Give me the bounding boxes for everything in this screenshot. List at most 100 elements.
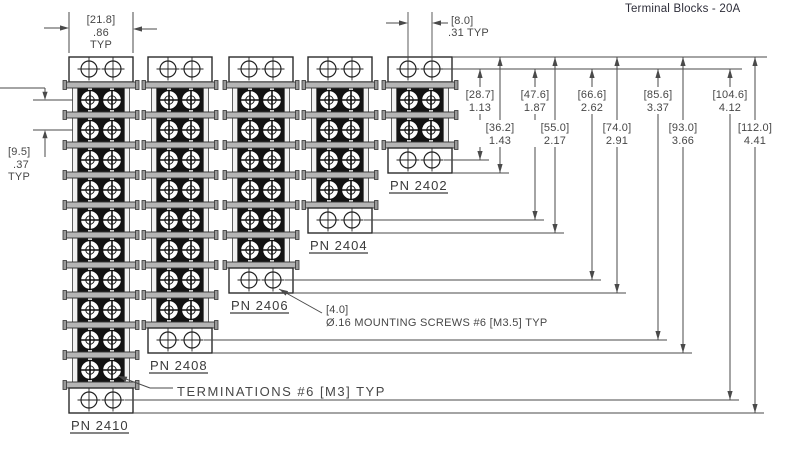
rail-end-cap [295, 200, 300, 210]
divider-rail [225, 171, 297, 179]
dim-label-inch: 2.17 [544, 135, 566, 147]
side-rail-strip [124, 207, 130, 233]
screw-inner-ring [164, 215, 174, 225]
side-rail-strip [203, 117, 209, 143]
dim-text-backing [479, 120, 521, 147]
side-rail-strip [72, 207, 78, 233]
side-rail-strip [232, 147, 238, 173]
divider-rail [225, 261, 297, 269]
screw-inner-ring [85, 185, 95, 195]
rail-end-cap [141, 230, 146, 240]
side-rail-strip [72, 237, 78, 263]
screw-inner-ring [107, 125, 117, 135]
screw-inner-ring [186, 245, 196, 255]
divider-rail [65, 81, 137, 89]
hole-dim-metric: [8.0] [451, 15, 473, 27]
rail-end-cap [374, 110, 379, 120]
dim-label-inch: 2.91 [606, 135, 628, 147]
rail-end-cap [214, 230, 219, 240]
rail-end-cap [141, 110, 146, 120]
block-top-plate [307, 56, 373, 83]
side-rail-strip [443, 87, 449, 113]
side-rail-strip [203, 147, 209, 173]
block-bottom-plate [307, 207, 373, 234]
pn-label: PN 2406 [231, 298, 289, 313]
dimension-arrow-up [589, 69, 595, 78]
dimension-arrow-up [477, 69, 483, 78]
dim-text-backing [459, 87, 501, 114]
side-rail-strip [124, 177, 130, 203]
screw-inner-ring [426, 125, 436, 135]
rail-end-cap [301, 110, 306, 120]
screw-inner-ring [85, 215, 95, 225]
rail-end-cap [141, 200, 146, 210]
pitch-dim-inch: .37 [13, 159, 29, 171]
mounting-note-arrowhead [279, 289, 289, 296]
divider-rail [144, 261, 216, 269]
divider-rail [144, 111, 216, 119]
rail-end-cap [214, 140, 219, 150]
divider-rail [225, 111, 297, 119]
side-rail-strip [203, 87, 209, 113]
rail-end-cap [301, 200, 306, 210]
rail-end-cap [301, 140, 306, 150]
dim-text-backing [571, 87, 613, 114]
rail-end-cap [381, 110, 386, 120]
side-rail-strip [363, 117, 369, 143]
dimension-arrow-up [680, 57, 686, 66]
side-rail-strip [151, 297, 157, 323]
rail-end-cap [62, 290, 67, 300]
rail-end-cap [214, 260, 219, 270]
dim-text-backing [637, 87, 679, 114]
width-dim-typ: TYP [90, 39, 112, 51]
screw-inner-ring [324, 185, 334, 195]
screw-inner-ring [107, 245, 117, 255]
dimension-arrow-up [614, 57, 620, 66]
rail-end-cap [301, 170, 306, 180]
side-rail-strip [151, 237, 157, 263]
side-rail-strip [232, 207, 238, 233]
rail-end-cap [135, 350, 140, 360]
divider-rail [65, 381, 137, 389]
dim-text-backing [734, 120, 776, 147]
screw-inner-ring [267, 185, 277, 195]
rail-end-cap [295, 230, 300, 240]
screw-inner-ring [346, 95, 356, 105]
rail-end-cap [295, 170, 300, 180]
divider-rail [225, 141, 297, 149]
rail-end-cap [301, 80, 306, 90]
screw-inner-ring [346, 155, 356, 165]
side-rail-strip [363, 147, 369, 173]
width-dim-metric: [21.8] [87, 14, 116, 26]
drawing-title: Terminal Blocks - 20A [625, 3, 741, 15]
divider-rail [304, 111, 376, 119]
screw-inner-ring [324, 125, 334, 135]
rail-end-cap [214, 110, 219, 120]
dimension-arrow-down [552, 224, 558, 233]
screw-inner-ring [404, 125, 414, 135]
dimension-arrow-down [532, 211, 538, 220]
divider-rail [144, 291, 216, 299]
pitch-dim-metric: [9.5] [8, 146, 30, 158]
rail-end-cap [62, 110, 67, 120]
rail-end-cap [135, 200, 140, 210]
dimension-arrow-up [727, 69, 733, 78]
side-rail-strip [151, 87, 157, 113]
divider-rail [65, 351, 137, 359]
divider-rail [65, 171, 137, 179]
rail-end-cap [214, 320, 219, 330]
divider-rail [304, 81, 376, 89]
dimension-arrow-up [532, 69, 538, 78]
rail-end-cap [374, 80, 379, 90]
dim-label-metric: [74.0] [603, 122, 632, 134]
side-rail-strip [311, 147, 317, 173]
rail-end-cap [295, 80, 300, 90]
screw-inner-ring [426, 95, 436, 105]
divider-rail [225, 231, 297, 239]
rail-end-cap [454, 140, 459, 150]
terminations-note-text: TERMINATIONS #6 [M3] TYP [177, 384, 386, 399]
rail-end-cap [135, 80, 140, 90]
screw-inner-ring [164, 275, 174, 285]
rail-end-cap [135, 110, 140, 120]
rail-end-cap [141, 260, 146, 270]
